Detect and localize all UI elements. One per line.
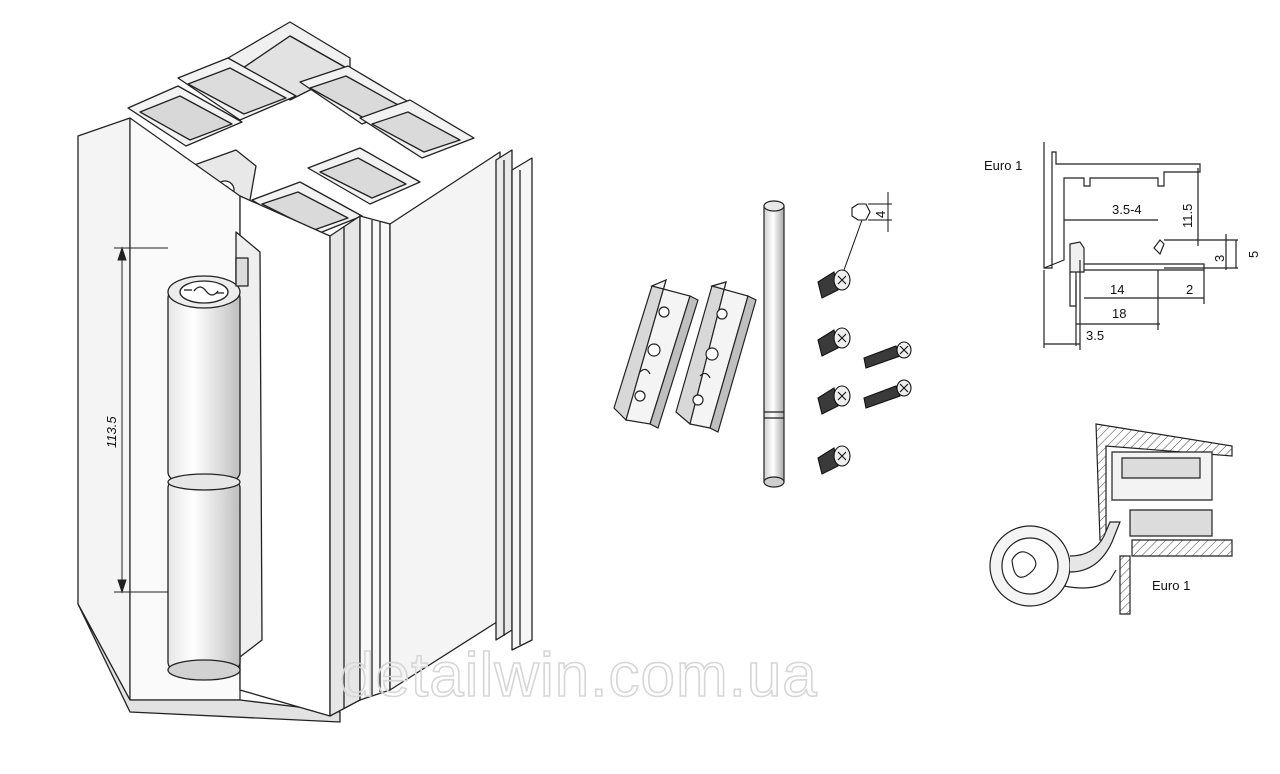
window-profile-3d	[77, 21, 533, 723]
dim-2: 2	[1186, 282, 1193, 297]
screw-4	[817, 445, 851, 475]
screw-2	[817, 327, 851, 357]
dim-11-5: 11.5	[1180, 204, 1195, 228]
screw-set	[817, 192, 912, 475]
dim-3: 3	[1212, 255, 1227, 262]
profile-a-title: Euro 1	[984, 158, 1022, 173]
screw-6	[863, 379, 912, 409]
dim-5: 5	[1246, 251, 1261, 258]
dim-3-5: 3.5	[1086, 328, 1104, 343]
dim-3-5-4: 3.5-4	[1112, 202, 1142, 217]
mounting-plate-left	[613, 278, 699, 429]
hinge-pin	[763, 200, 785, 488]
mounting-plate-right	[675, 281, 757, 433]
screw-1	[817, 269, 851, 299]
screw-5	[863, 341, 912, 369]
hinge-height-label: 113.5	[104, 416, 119, 448]
profile-a-section	[1043, 142, 1238, 350]
profile-b-section	[989, 423, 1233, 615]
screw-head-dim: 4	[873, 211, 888, 218]
hinge-height-dimension	[114, 246, 168, 594]
dim-18: 18	[1112, 306, 1126, 321]
watermark: detailwin.com.ua	[340, 641, 818, 710]
profile-b-title: Euro 1	[1152, 578, 1190, 593]
screw-3	[817, 385, 851, 415]
dim-14: 14	[1110, 282, 1124, 297]
